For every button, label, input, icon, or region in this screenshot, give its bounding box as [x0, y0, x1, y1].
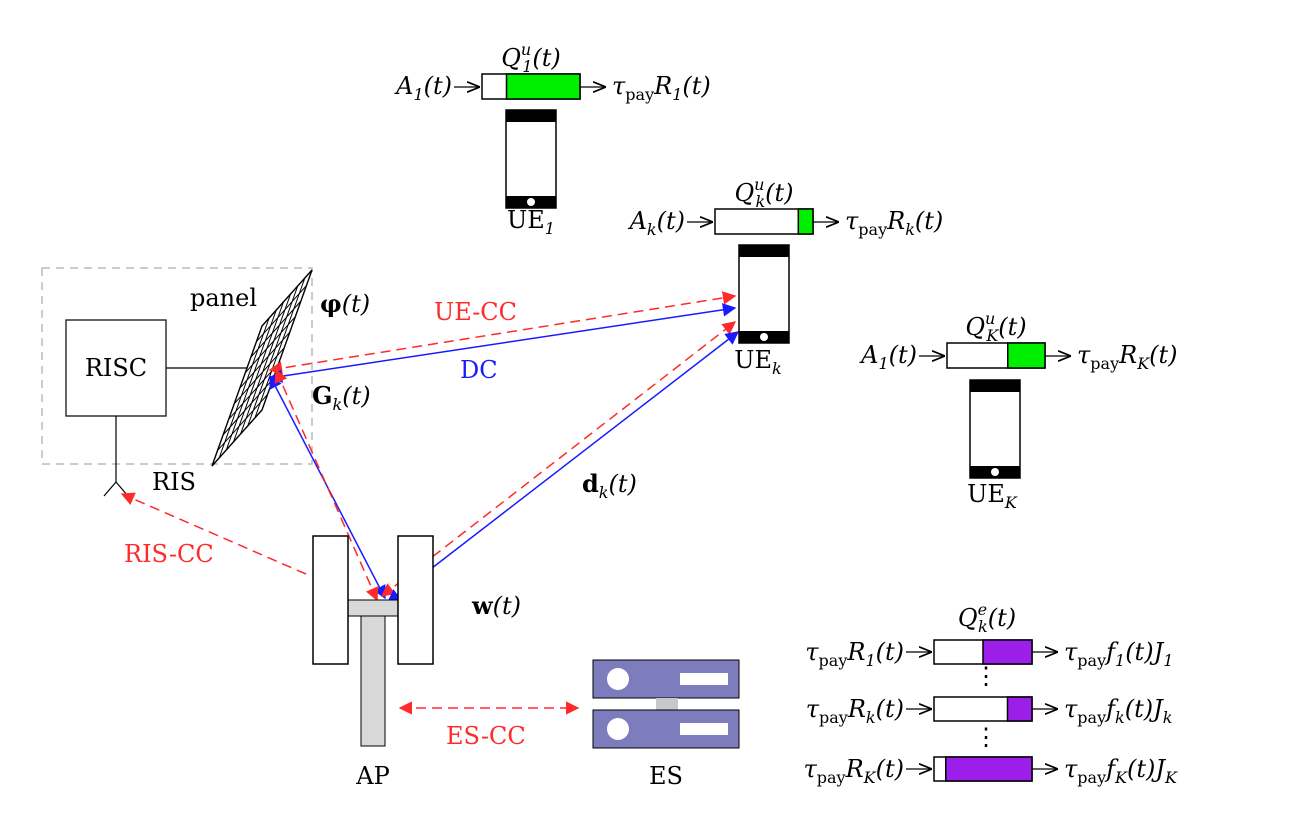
ue-arrival-label: A1(t) — [394, 72, 452, 104]
ris-panel-col — [225, 309, 277, 451]
es-queue-bar-fill — [1006, 696, 1033, 722]
es-label: ES — [649, 762, 683, 790]
ue-label: UEK — [967, 480, 1018, 512]
ap-crossbar — [347, 599, 399, 617]
es-queue-row: τpayR1(t) τpayf1(t)J1 — [805, 638, 1173, 670]
panel-label: panel — [190, 284, 257, 312]
ue-queue-bar-fill — [505, 73, 581, 100]
ue-cc-label: UE-CC — [434, 298, 517, 326]
es-led-bottom — [607, 718, 629, 740]
ue-arrival-label: A1(t) — [859, 341, 917, 373]
es-queue-bar — [933, 639, 1033, 665]
es-queue-output-label: τpayf1(t)J1 — [1064, 638, 1173, 670]
es-queue-row: τpayRk(t) τpayfk(t)Jk — [806, 695, 1173, 727]
ris-panel-col — [218, 317, 270, 459]
risc-label: RISC — [85, 354, 147, 382]
es-queue-ellipsis: ⋮ — [974, 662, 998, 690]
ris-panel-row — [222, 378, 274, 436]
ap-ris-cc-link — [274, 368, 379, 602]
es-queue-bar — [933, 756, 1033, 782]
es-server-icon: ES — [592, 659, 740, 790]
ue-departure-label: τpayRK(t) — [1077, 341, 1178, 373]
ris-cc-label: RIS-CC — [124, 540, 214, 568]
es-queue-input-label: τpayRK(t) — [803, 755, 904, 787]
ap-ue-dc-link — [386, 331, 740, 603]
es-queue-input-label: τpayR1(t) — [805, 638, 904, 670]
ue-label: UEk — [734, 346, 781, 378]
ris-antenna-icon — [103, 481, 129, 497]
ue-queue-bar — [714, 208, 814, 235]
ris-group: RISC RIS panel φ(t) Gk(t) — [41, 267, 371, 497]
ap-icon: AP — [312, 535, 434, 790]
ap-right-panel — [397, 535, 434, 665]
ue-label: UE1 — [507, 206, 555, 238]
ue-departure-label: τpayR1(t) — [612, 72, 711, 104]
ap-mast — [360, 611, 386, 747]
dc-label: DC — [460, 356, 498, 384]
es-server-link — [656, 698, 678, 710]
es-queue-bar-fill — [945, 756, 1033, 782]
phone-icon — [738, 244, 790, 344]
es-queue-bar-fill — [982, 639, 1033, 665]
ue-queue-bar-fill — [1007, 342, 1046, 369]
ue-departure-label: τpayRk(t) — [845, 207, 943, 239]
ue-queue-bar — [481, 73, 581, 100]
es-queue-output-label: τpayfK(t)JK — [1064, 755, 1178, 787]
es-queue-output-label: τpayfk(t)Jk — [1064, 695, 1172, 727]
es-queue-bar — [933, 696, 1033, 722]
ris-label: RIS — [152, 468, 196, 496]
es-queue-ellipsis: ⋮ — [974, 723, 998, 751]
d-channel-label: dk(t) — [582, 469, 637, 502]
es-cc-label: ES-CC — [446, 722, 526, 750]
ap-ue-cc-link — [380, 321, 737, 597]
es-slot-top — [680, 673, 728, 685]
ue-arrival-label: Ak(t) — [628, 207, 685, 239]
ris-cc-link — [120, 492, 307, 575]
ue-queue-bar-fill — [797, 208, 814, 235]
ap-left-panel — [312, 535, 349, 665]
g-channel-label: Gk(t) — [312, 381, 371, 414]
ap-label: AP — [355, 762, 389, 790]
phone-icon — [505, 109, 557, 209]
ris-panel-row — [217, 394, 268, 451]
es-slot-bottom — [680, 723, 728, 735]
es-led-top — [607, 668, 629, 690]
es-queue-row: τpayRK(t) τpayfK(t)JK — [803, 755, 1177, 787]
risc-box — [65, 319, 167, 417]
phase-label: φ(t) — [320, 289, 370, 318]
phone-icon — [969, 379, 1021, 479]
ue-queue-bar — [946, 342, 1046, 369]
w-beam-label: w(t) — [471, 591, 521, 620]
es-queue-input-label: τpayRk(t) — [806, 695, 904, 727]
links: UE-CC DC RIS-CC ES-CC dk(t) w(t) — [120, 291, 740, 750]
